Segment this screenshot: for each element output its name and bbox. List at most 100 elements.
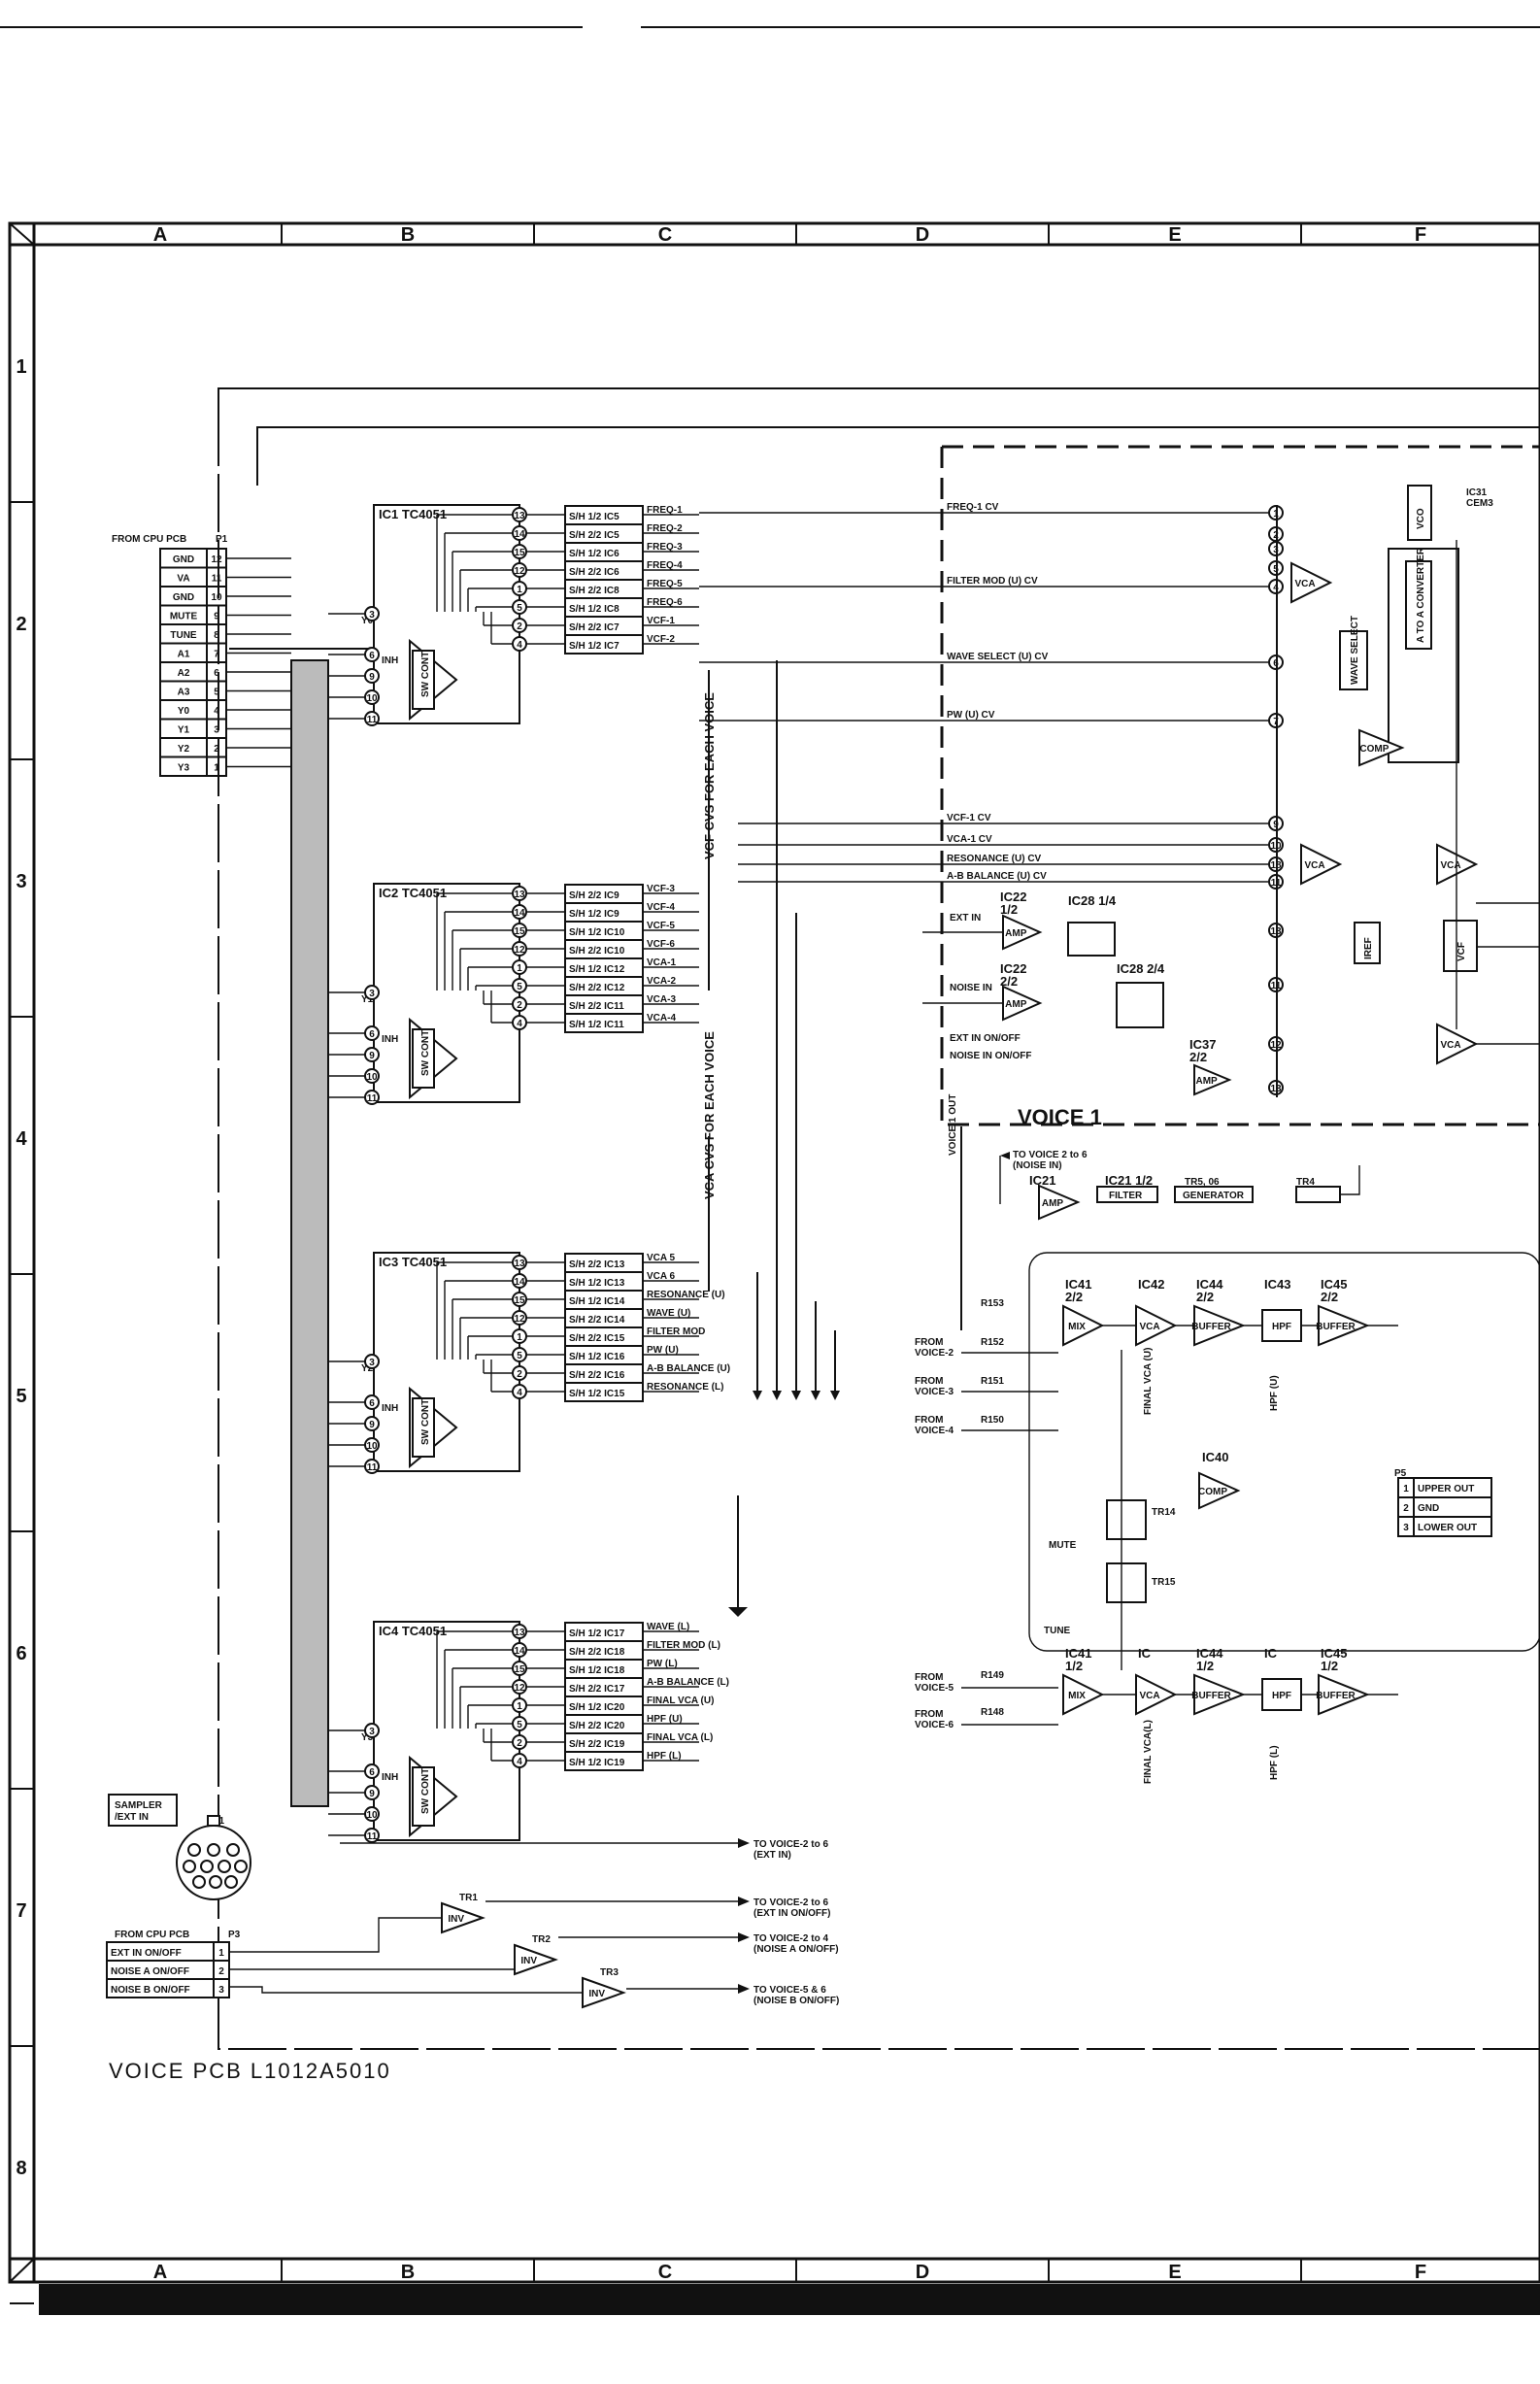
p5-num: 2 [1403,1503,1409,1514]
p1-pin-name: Y3 [178,763,190,774]
grid-col-top: E [1168,224,1181,246]
amp-label: INV [448,1914,464,1925]
drawing-frame [8,221,1540,2315]
amp-label: INV [588,1989,605,1999]
vco-label: VCO [1416,508,1426,529]
sh-label: S/H 1/2 IC18 [569,1665,625,1676]
tr14-label: TR14 [1152,1507,1176,1518]
pin-number: 5 [517,982,522,992]
p1-pin-num: 4 [214,706,219,717]
din-jack-pin [192,1875,206,1889]
sh-signal-label: VCA-2 [647,976,676,987]
grid-row-left: 7 [16,1900,26,1922]
pin-number: 9 [369,1789,375,1799]
sh-label: S/H 2/2 IC19 [569,1739,625,1750]
pin-number: 5 [517,1720,522,1730]
amp-label: VCA [1304,860,1324,871]
amp-label: BUFFER [1316,1691,1356,1701]
p3-ref: P3 [228,1930,241,1940]
sh-signal-label: FILTER MOD (L) [647,1640,720,1651]
mute-label: MUTE [1049,1540,1077,1551]
voice-input-label: A-B BALANCE (U) CV [947,871,1047,882]
sh-signal-label: HPF (U) [647,1714,683,1725]
mixer-region [1028,1252,1540,1652]
grid-col-bottom: B [401,2262,415,2283]
noise-wires [999,1156,1360,1204]
mux-y-label: Y1 [361,994,374,1005]
pin-number: 14 [514,908,525,919]
voice-input-label: RESONANCE (U) CV [947,854,1042,864]
tr15-label: TR15 [1152,1577,1176,1588]
grid-col-top: F [1415,224,1426,246]
amp-label: COMP [1359,744,1389,755]
amp-label: INV [520,1956,537,1966]
pin-number: 15 [514,1295,525,1306]
sh-label: S/H 1/2 IC17 [569,1629,625,1639]
pin-number: 14 [514,529,525,540]
inverter-triangle [514,1943,558,1976]
pin-number: 13 [514,890,525,900]
grid-row-left: 2 [16,614,26,635]
grid-row-left: 8 [16,2158,26,2179]
din-jack-pin [187,1843,201,1857]
mux-inh-label: INH [382,655,398,666]
voice-input-label: FREQ-1 CV [947,502,999,513]
amp-label: AMP [1005,928,1027,939]
resistor-label: R148 [981,1707,1004,1718]
p3-header: FROM CPU PCB [115,1930,189,1940]
pin-number: 11 [367,1462,378,1473]
bottom-output-arrow [738,1932,750,1942]
cv-bus-lines [708,660,836,1612]
p1-pin-name: MUTE [170,612,198,622]
wave-select-label: WAVE SELECT [1350,616,1360,685]
sh-signal-label: A-B BALANCE (U) [647,1363,730,1374]
cv-label-hpf: HPF (L) [1269,1745,1280,1780]
sh-signal-label: FINAL VCA (L) [647,1732,713,1743]
mix-block-buffer [1318,1304,1370,1347]
voice-out-label: VOICE 1 OUT [948,1094,958,1156]
pin-number: 2 [517,1738,522,1749]
noise-tr: TR5, 06 [1185,1177,1220,1188]
cv-label-hpf: HPF (U) [1269,1375,1280,1411]
noise-ic21: IC21 [1029,1173,1055,1188]
p1-pin-num: 11 [212,574,222,585]
sh-signal-label: WAVE (L) [647,1622,689,1632]
pin-number: 3 [369,1358,375,1368]
pin-number: 14 [514,1277,525,1288]
din-jack-pin [200,1860,214,1873]
amp-label: BUFFER [1191,1691,1231,1701]
sh-label: S/H 2/2 IC16 [569,1370,625,1381]
p3-pin-num: 2 [218,1966,224,1977]
noise-ic21b: IC21 1/2 [1105,1173,1153,1188]
sh-signal-label: FILTER MOD [647,1326,705,1337]
hpf-box [1261,1309,1302,1342]
voice-input-label: VCA-1 CV [947,834,992,845]
inverter-ref: TR3 [600,1967,619,1978]
noise-gen-box [1174,1186,1254,1203]
p3-pin-name: NOISE A ON/OFF [111,1966,189,1977]
p5-name: UPPER OUT [1418,1484,1474,1494]
mute-ic: IC40 [1202,1450,1228,1464]
sh-label: S/H 1/2 IC10 [569,927,625,938]
pin-number: 2 [517,1369,522,1380]
grid-col-top: D [916,224,929,246]
amp-label: BUFFER [1316,1322,1356,1332]
converter-label: A TO A CONVERTER [1416,547,1426,643]
sh-label: S/H 1/2 IC8 [569,604,619,615]
sh-label: S/H 2/2 IC10 [569,946,625,957]
mux-y-label: Y3 [361,1732,374,1743]
p3-pin-name: NOISE B ON/OFF [111,1985,190,1996]
pin-number: 10 [366,1810,378,1821]
board-outline [218,387,1540,2050]
